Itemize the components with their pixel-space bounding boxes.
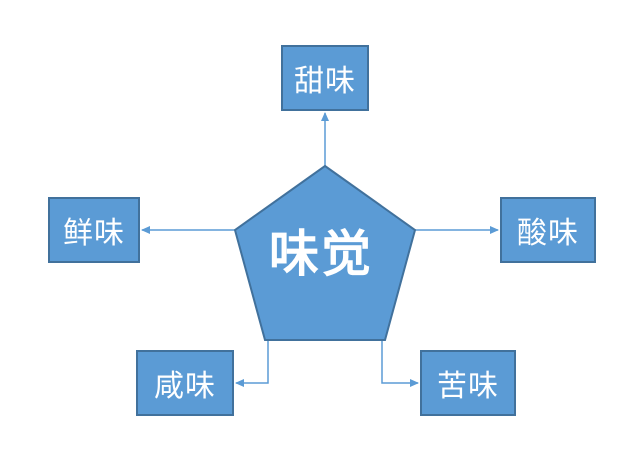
node-umami: 鲜味 <box>48 197 140 263</box>
node-salty: 咸味 <box>136 350 234 416</box>
center-label: 味觉 <box>269 225 373 283</box>
connector-to-bitter <box>381 340 419 387</box>
node-sweet: 甜味 <box>281 45 369 111</box>
node-bitter: 苦味 <box>420 350 516 416</box>
node-sour: 酸味 <box>500 197 596 263</box>
connector-to-salty <box>235 340 269 387</box>
center-pentagon <box>233 164 417 341</box>
